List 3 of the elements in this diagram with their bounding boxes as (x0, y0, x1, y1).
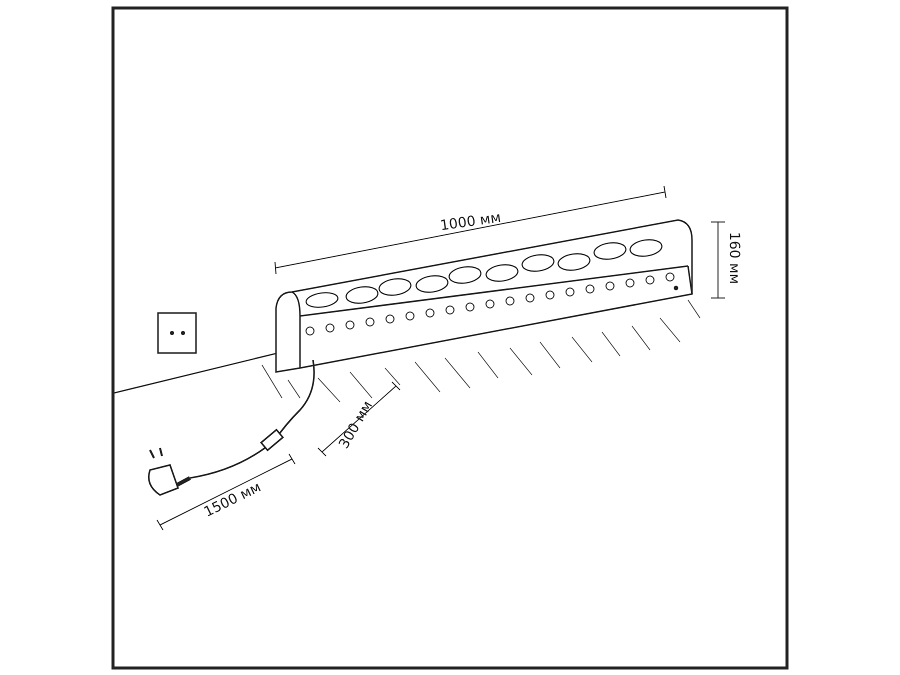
dimension-label: 1500 мм (201, 479, 264, 521)
dimension-label: 160 мм (726, 232, 742, 284)
dimension-label: 1000 мм (438, 210, 502, 234)
